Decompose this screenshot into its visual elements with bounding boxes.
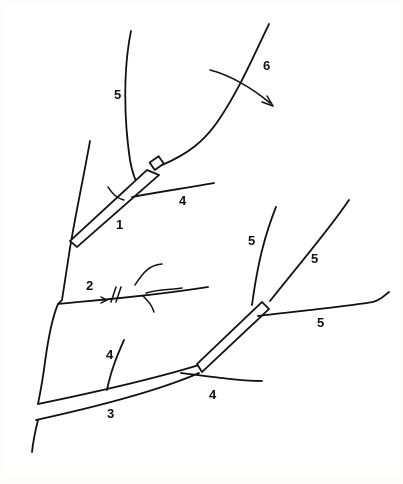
branch-4-lower-left bbox=[106, 339, 125, 391]
branch-5-left bbox=[251, 206, 277, 306]
label-4-upper: 4 bbox=[179, 193, 187, 208]
branch-2-twig-a bbox=[134, 263, 163, 286]
label-5-left: 5 bbox=[248, 233, 255, 248]
segment-1 bbox=[69, 169, 160, 248]
branch-5-top bbox=[124, 30, 141, 189]
branch-5-right bbox=[269, 199, 350, 302]
label-6: 6 bbox=[263, 58, 270, 73]
label-5-lower: 5 bbox=[317, 315, 324, 330]
stem-left-vertical bbox=[37, 303, 59, 405]
stem-upper-left-2 bbox=[57, 247, 71, 305]
branch-3-stub bbox=[31, 419, 39, 453]
diagram-sheet bbox=[4, 3, 400, 473]
branch-5-lower bbox=[257, 291, 390, 317]
label-2: 2 bbox=[86, 278, 93, 293]
growth-arrow-6 bbox=[209, 69, 271, 104]
branch-4-lower-right bbox=[180, 372, 263, 382]
label-1: 1 bbox=[116, 217, 123, 232]
branch-6 bbox=[161, 23, 270, 166]
branch-2-hatch-a bbox=[110, 286, 117, 303]
branch-2-twig-c bbox=[142, 295, 155, 313]
label-3: 3 bbox=[107, 406, 114, 421]
branch-2-twig-b bbox=[145, 287, 183, 294]
label-5-top: 5 bbox=[114, 87, 121, 102]
growth-arrow-6-head bbox=[261, 95, 274, 107]
label-4-lower-right: 4 bbox=[209, 387, 217, 402]
stem-upper-left bbox=[69, 140, 91, 249]
branch-3-lower-edge bbox=[35, 372, 200, 421]
branch-2-arrow bbox=[100, 296, 108, 304]
branch-2-hatch-b bbox=[115, 286, 122, 303]
segment-lower-right bbox=[196, 301, 270, 373]
branch-4-upper bbox=[131, 182, 215, 198]
label-4-lower-left: 4 bbox=[106, 347, 114, 362]
label-5-right: 5 bbox=[311, 251, 318, 266]
branch-2 bbox=[57, 286, 209, 305]
branch-4-upper-bud bbox=[107, 186, 125, 201]
segment-1-end bbox=[148, 155, 165, 171]
branch-3 bbox=[37, 364, 200, 405]
